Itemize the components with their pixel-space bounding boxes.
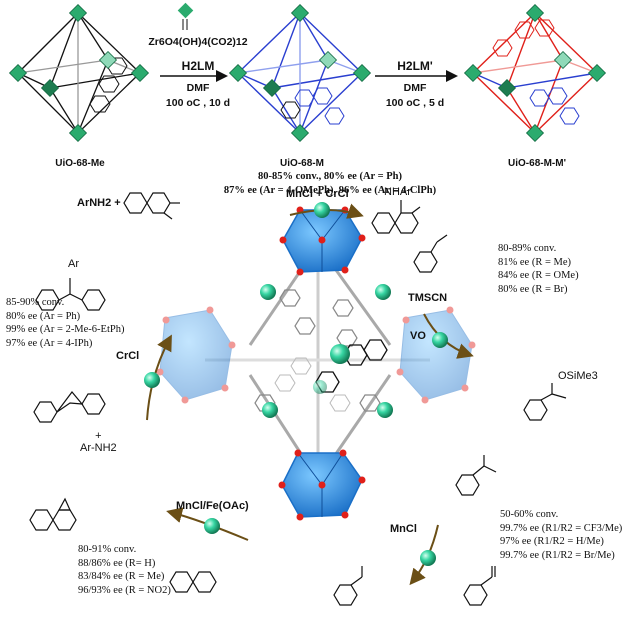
octahedron-uio-68-m <box>237 12 363 134</box>
cyanohydrin-product <box>523 383 567 421</box>
reagent-ar-nh2: + Ar-NH2 <box>80 430 117 454</box>
reaction-arrow-top <box>289 202 364 219</box>
reaction-arrow-bottom-right <box>409 524 439 586</box>
cage-left <box>156 306 236 404</box>
reaction-arrow-right <box>423 313 474 359</box>
label-uio-68-me: UiO-68-Me <box>55 158 105 169</box>
amino-alcohol-product <box>35 278 106 311</box>
secondary-alcohol <box>455 455 497 496</box>
salen-complex-blue-2 <box>529 87 580 125</box>
results-right: 80-89% conv. 81% ee (R = Me) 84% ee (R =… <box>498 243 579 295</box>
ghost-complex <box>274 357 351 412</box>
catalyst-left: CrCl <box>116 350 140 362</box>
octahedron-1-nodes <box>8 3 150 143</box>
results-bottom-right: 50-60% conv. 99.7% ee (R1/R2 = CF3/Me) 9… <box>500 509 623 561</box>
results-bottom-left: 80-91% conv. 88/86% ee (R= H) 83/84% ee … <box>78 544 171 596</box>
ligand-h2lm: H2LM <box>181 59 215 73</box>
ligand-h2lm-prime: H2LM' <box>397 59 433 73</box>
group-ar: Ar <box>68 258 79 270</box>
framework-struts <box>205 244 430 481</box>
octahedron-uio-68-me <box>17 12 141 134</box>
reaction-arrow-bottom-left <box>166 507 249 541</box>
zr-cluster-icon <box>177 2 194 19</box>
cage-top <box>279 202 366 276</box>
results-top: 80-85% conv., 80% ee (Ar = Ph) 87% ee (A… <box>223 171 437 196</box>
results-left: 85-90% conv. 80% ee (Ar = Ph) 99% ee (Ar… <box>6 297 125 349</box>
conditions-1: 100 oC , 10 d <box>165 97 231 109</box>
reagent-arnh2: ArNH2 + <box>77 197 121 209</box>
catalyst-bottom-left: MnCl/Fe(OAc) <box>176 500 249 512</box>
solvent-2: DMF <box>403 82 427 94</box>
label-uio-68-m: UiO-68-M <box>280 158 324 169</box>
aminochromanol-product <box>371 200 421 234</box>
catalyst-right: VO <box>410 330 426 342</box>
octahedron-3-nodes <box>463 3 607 143</box>
salen-complex-red <box>492 19 555 57</box>
framework-metal-centers <box>260 284 393 418</box>
benzaldehyde <box>413 234 448 273</box>
cluster-formula: Zr6O4(OH)4(CO2)12 <box>148 36 248 48</box>
catalyst-top: MnCl + CrCl <box>286 188 349 200</box>
catalyst-bottom-right: MnCl <box>390 523 417 535</box>
chromene-epoxide-product <box>29 497 77 531</box>
cage-bottom <box>278 449 366 521</box>
kinetic-resolution-products <box>333 566 496 606</box>
salen-complex-blue <box>280 87 345 125</box>
solvent-1: DMF <box>186 82 210 94</box>
cage-right <box>396 306 476 404</box>
central-salen-complex <box>315 339 388 393</box>
octahedron-2-nodes <box>228 3 372 143</box>
group-osime3: OSiMe3 <box>558 370 598 382</box>
conditions-2: 100 oC , 5 d <box>385 97 445 109</box>
label-uio-68-m-m: UiO-68-M-M' <box>508 158 566 169</box>
chromene-substrate-2 <box>169 571 217 593</box>
reaction-arrow-left <box>144 334 172 421</box>
reagent-tmscn: TMSCN <box>408 292 448 304</box>
stilbene-oxide <box>33 391 106 423</box>
group-nhar: NHAr <box>384 186 411 198</box>
chromene-substrate <box>123 192 180 220</box>
